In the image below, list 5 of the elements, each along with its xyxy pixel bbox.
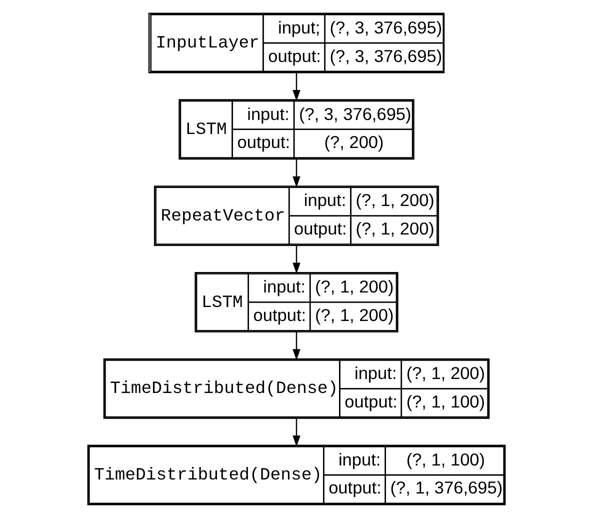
arrow [292, 332, 300, 360]
arrow [292, 159, 300, 188]
arrow [292, 245, 300, 274]
arrow [292, 72, 300, 102]
arrow [292, 418, 300, 447]
